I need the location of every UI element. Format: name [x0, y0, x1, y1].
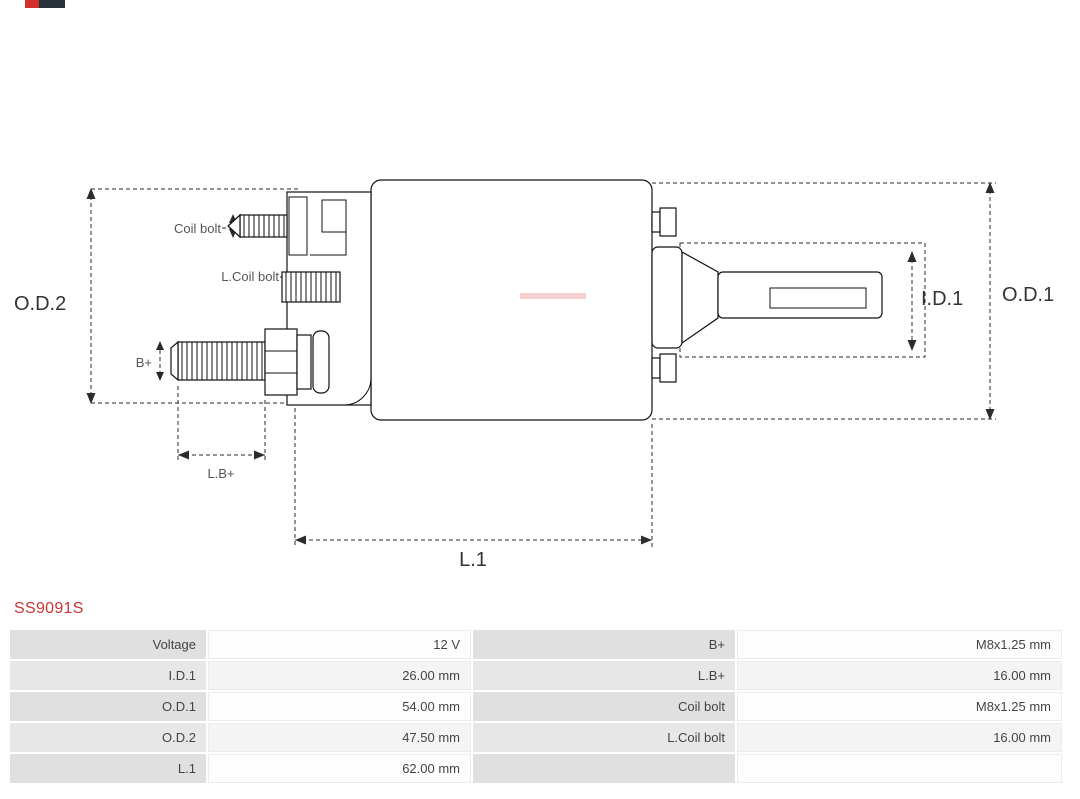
b-plus-terminal — [170, 328, 330, 396]
spec-value: M8x1.25 mm — [737, 630, 1062, 659]
table-row: I.D.1 26.00 mm L.B+ 16.00 mm — [10, 661, 1062, 690]
mounting-stud-bottom — [651, 353, 677, 383]
table-row: L.1 62.00 mm — [10, 754, 1062, 783]
spec-label: Coil bolt — [473, 692, 735, 721]
dimension-lines — [86, 182, 996, 548]
brand-logo — [25, 0, 65, 8]
spec-value: M8x1.25 mm — [737, 692, 1062, 721]
dim-label-l1: L.1 — [459, 549, 487, 571]
spec-label: O.D.1 — [10, 692, 206, 721]
spec-table: Voltage 12 V B+ M8x1.25 mm I.D.1 26.00 m… — [8, 628, 1064, 785]
spec-label: L.Coil bolt — [473, 723, 735, 752]
spec-label: B+ — [473, 630, 735, 659]
mounting-stud-top — [651, 207, 677, 237]
spec-label: L.B+ — [473, 661, 735, 690]
solenoid-drawing — [170, 179, 883, 421]
logo-red-block — [25, 0, 39, 8]
part-number: SS9091S — [14, 600, 84, 617]
table-row: O.D.1 54.00 mm Coil bolt M8x1.25 mm — [10, 692, 1062, 721]
dim-label-coil-bolt: Coil bolt — [174, 221, 221, 236]
technical-diagram: O.D.2 O.D.1 I.D.1 L.1 L.B+ B+ Coil bolt … — [14, 179, 1054, 571]
spec-label: O.D.2 — [10, 723, 206, 752]
coil-bolt-terminal — [227, 213, 288, 239]
spec-label: I.D.1 — [10, 661, 206, 690]
spec-label: L.1 — [10, 754, 206, 783]
logo-dark-block — [39, 0, 65, 8]
spec-value: 16.00 mm — [737, 661, 1062, 690]
solenoid-main-body — [370, 179, 653, 421]
dim-label-lb-plus: L.B+ — [207, 466, 234, 481]
spec-value: 47.50 mm — [208, 723, 471, 752]
dim-label-l-coil-bolt: L.Coil bolt — [221, 269, 279, 284]
spec-value: 26.00 mm — [208, 661, 471, 690]
spec-value: 16.00 mm — [737, 723, 1062, 752]
spec-value — [737, 754, 1062, 783]
spec-value: 62.00 mm — [208, 754, 471, 783]
watermark — [520, 293, 586, 299]
table-row: O.D.2 47.50 mm L.Coil bolt 16.00 mm — [10, 723, 1062, 752]
dim-label-od1: O.D.1 — [1002, 284, 1054, 306]
spec-value: 54.00 mm — [208, 692, 471, 721]
dim-label-b-plus: B+ — [136, 355, 152, 370]
dim-label-od2: O.D.2 — [14, 293, 66, 315]
plunger — [651, 246, 883, 349]
dim-label-id1: I.D.1 — [921, 288, 963, 310]
coil-terminal-block — [281, 271, 341, 303]
spec-value: 12 V — [208, 630, 471, 659]
table-row: Voltage 12 V B+ M8x1.25 mm — [10, 630, 1062, 659]
spec-label — [473, 754, 735, 783]
spec-label: Voltage — [10, 630, 206, 659]
